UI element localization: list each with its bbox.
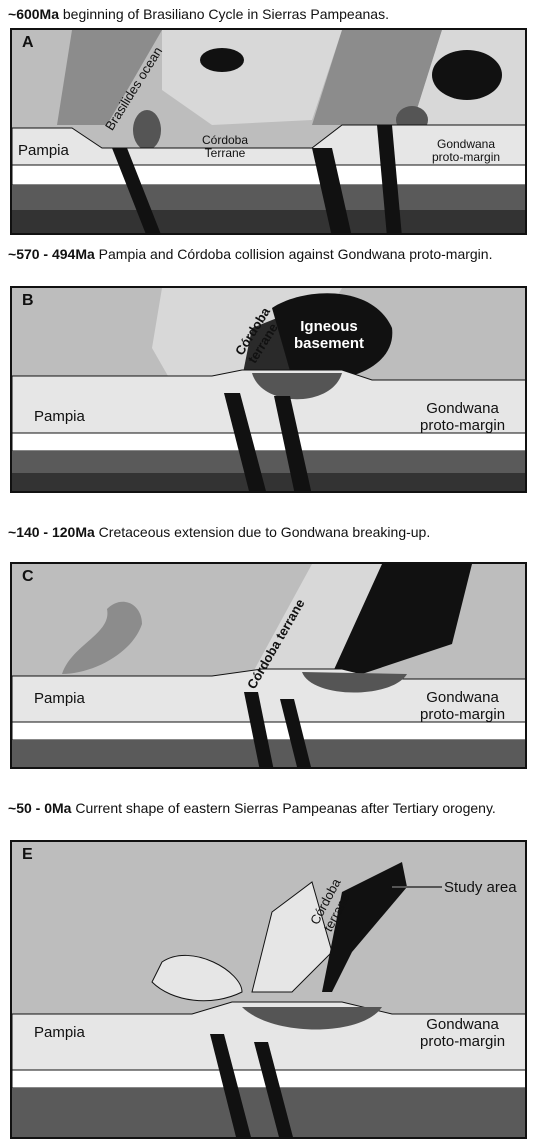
panel-c: C Córdoba terrane Pampia Gondwana proto-…: [10, 562, 527, 769]
caption-age: 570 - 494Ma: [16, 246, 95, 262]
caption-tilde: ~: [8, 800, 16, 816]
panel-c-label: C: [22, 568, 34, 586]
gondwana-label-c: Gondwana proto-margin: [420, 689, 505, 723]
caption-age: 50 - 0Ma: [16, 800, 71, 816]
caption-age: 140 - 120Ma: [16, 524, 95, 540]
study-area-label: Study area: [444, 879, 517, 896]
igneous-basement-label: Igneous basement: [294, 318, 364, 352]
caption-e: ~50 - 0Ma Current shape of eastern Sierr…: [8, 800, 528, 817]
caption-text: Current shape of eastern Sierras Pampean…: [71, 800, 495, 816]
caption-text: beginning of Brasiliano Cycle in Sierras…: [59, 6, 389, 22]
pampia-label-b: Pampia: [34, 408, 85, 425]
caption-tilde: ~: [8, 524, 16, 540]
caption-text: Pampia and Córdoba collision against Gon…: [95, 246, 493, 262]
pampia-label-c: Pampia: [34, 690, 85, 707]
caption-tilde: ~: [8, 246, 16, 262]
gondwana-label-a: Gondwana proto-margin: [432, 138, 500, 164]
gondwana-label-e: Gondwana proto-margin: [420, 1016, 505, 1050]
cordoba-terrane-label-a: Córdoba Terrane: [202, 134, 248, 160]
caption-c: ~140 - 120Ma Cretaceous extension due to…: [8, 524, 528, 541]
pampia-label-e: Pampia: [34, 1024, 85, 1041]
panel-e-label: E: [22, 846, 33, 864]
pampia-label-a: Pampia: [18, 142, 69, 159]
caption-text: Cretaceous extension due to Gondwana bre…: [95, 524, 430, 540]
caption-a: ~600Ma beginning of Brasiliano Cycle in …: [8, 6, 528, 23]
caption-age: 600Ma: [16, 6, 59, 22]
panel-b-label: B: [22, 292, 34, 310]
panel-a: A Brasilides ocean Pampia Córdoba Terran…: [10, 28, 527, 235]
panel-a-label: A: [22, 34, 34, 52]
gondwana-label-b: Gondwana proto-margin: [420, 400, 505, 434]
caption-b: ~570 - 494Ma Pampia and Córdoba collisio…: [8, 246, 528, 263]
panel-e: E Córdoba terrane Study area Pampia Gond…: [10, 840, 527, 1139]
panel-b: B Córdoba terrane Igneous basement Pampi…: [10, 286, 527, 493]
caption-tilde: ~: [8, 6, 16, 22]
panel-a-diagram: [12, 30, 527, 235]
